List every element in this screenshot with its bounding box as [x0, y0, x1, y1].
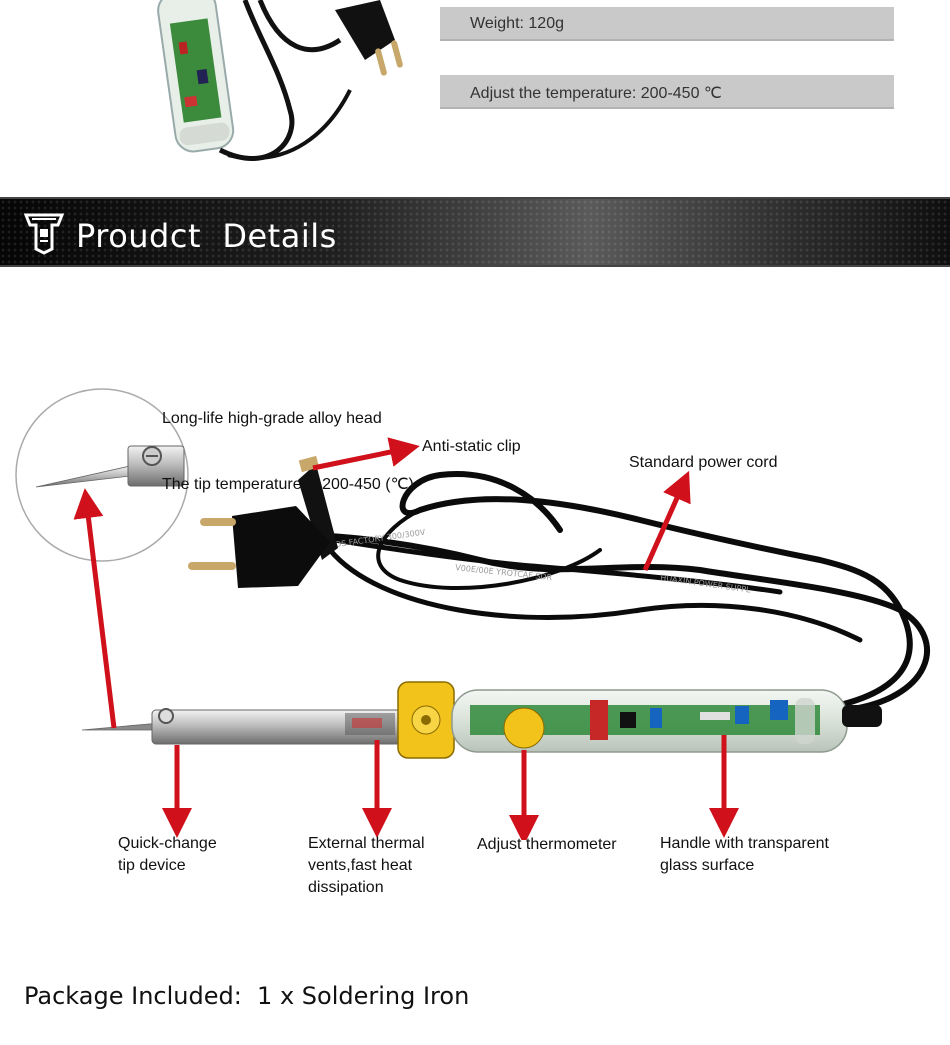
label-alloy-head: Long-life high-grade alloy head The tip …	[162, 364, 414, 518]
label-anti-static-clip: Anti-static clip	[422, 438, 521, 455]
banner-title: Proudct Details	[76, 217, 337, 255]
label-power-cord: Standard power cord	[629, 454, 778, 471]
package-included: Package Included: 1 x Soldering Iron	[24, 982, 470, 1010]
soldering-iron-diagram: RDS FACTORY 300/300V V00E/00E YROTCAF SD…	[15, 388, 930, 840]
soldering-iron	[81, 681, 882, 759]
label-handle: Handle with transparent glass surface	[660, 835, 829, 874]
product-details-banner: Proudct Details	[0, 197, 950, 267]
spec-temperature-text: Adjust the temperature: 200-450 ℃	[470, 85, 722, 102]
spec-temperature-bar: Adjust the temperature: 200-450 ℃	[440, 75, 894, 109]
brand-logo-icon	[23, 213, 65, 255]
label-thermometer: Adjust thermometer	[477, 836, 617, 853]
label-alloy-head-line1: Long-life high-grade alloy head	[162, 410, 382, 427]
callout-arrows	[73, 437, 739, 840]
top-product-photo	[157, 0, 403, 162]
label-thermal-vents: External thermal vents,fast heat dissipa…	[308, 835, 425, 896]
eu-plug	[188, 506, 330, 588]
spec-weight-bar: Weight: 120g	[440, 7, 894, 41]
label-alloy-head-line2: The tip temperature is 200-450 (℃)	[162, 476, 414, 493]
label-quick-change: Quick-change tip device	[118, 835, 217, 874]
tip-magnifier	[15, 388, 189, 562]
power-cord	[297, 471, 930, 713]
spec-weight-text: Weight: 120g	[470, 15, 564, 32]
